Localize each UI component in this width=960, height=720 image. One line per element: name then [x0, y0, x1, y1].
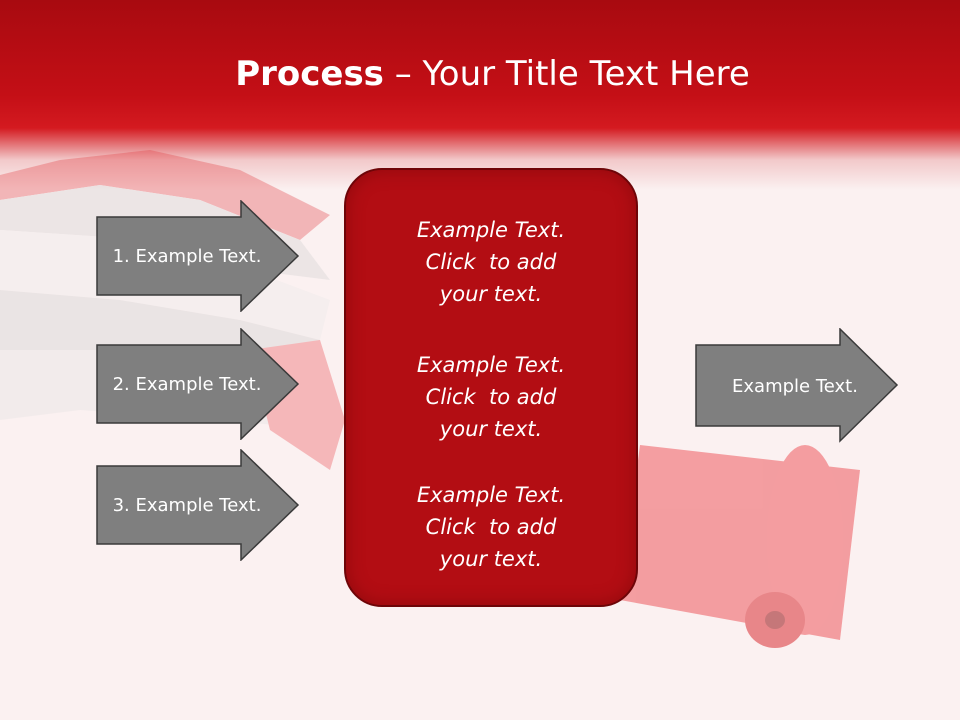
- center-text-box[interactable]: Example Text. Click to add your text. Ex…: [344, 168, 638, 607]
- process-step-label: 1. Example Text.: [112, 245, 262, 267]
- right-arrow-shape-icon: [695, 328, 899, 443]
- process-step-arrow-1[interactable]: 1. Example Text.: [96, 200, 302, 312]
- process-step-label: 3. Example Text.: [112, 494, 262, 516]
- page-title: Process – Your Title Text Here: [0, 52, 960, 96]
- center-text-block-1: Example Text. Click to add your text.: [346, 214, 636, 310]
- center-text-line: Click to add: [425, 250, 557, 274]
- center-text-line: your text.: [439, 282, 543, 306]
- result-arrow[interactable]: Example Text.: [695, 328, 901, 444]
- center-text-line: Click to add: [425, 385, 557, 409]
- center-text-line: Example Text.: [416, 483, 566, 507]
- result-arrow-label: Example Text.: [732, 375, 858, 397]
- center-text-line: your text.: [439, 417, 543, 441]
- center-text-line: Example Text.: [416, 353, 566, 377]
- center-text-line: your text.: [439, 547, 543, 571]
- process-step-arrow-3[interactable]: 3. Example Text.: [96, 449, 302, 561]
- center-text-line: Click to add: [425, 515, 557, 539]
- center-text-block-3: Example Text. Click to add your text.: [346, 479, 636, 575]
- right-arrow-shape-icon: [96, 449, 300, 561]
- process-step-label: 2. Example Text.: [112, 373, 262, 395]
- center-text-line: Example Text.: [416, 218, 566, 242]
- center-text-block-2: Example Text. Click to add your text.: [346, 349, 636, 445]
- right-arrow-shape-icon: [96, 328, 300, 440]
- title-banner: [0, 0, 960, 190]
- right-arrow-shape-icon: [96, 200, 300, 312]
- title-bold-word: Process: [235, 54, 384, 94]
- title-rest: – Your Title Text Here: [383, 54, 750, 94]
- process-step-arrow-2[interactable]: 2. Example Text.: [96, 328, 302, 440]
